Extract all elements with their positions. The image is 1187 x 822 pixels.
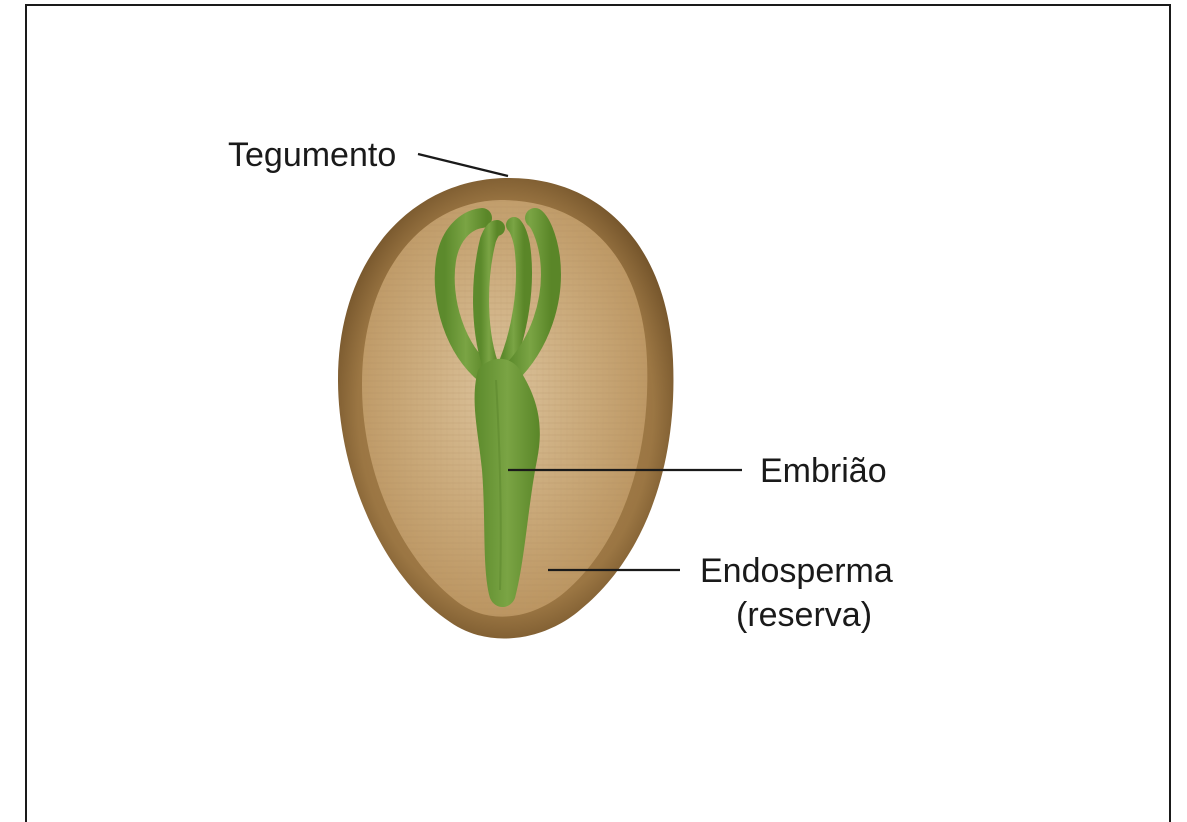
label-reserva: (reserva) xyxy=(736,596,872,634)
label-endosperma: Endosperma xyxy=(700,552,893,590)
label-embriao: Embrião xyxy=(760,452,887,490)
label-tegumento: Tegumento xyxy=(228,136,396,174)
tegumento-leader-line xyxy=(418,154,508,176)
